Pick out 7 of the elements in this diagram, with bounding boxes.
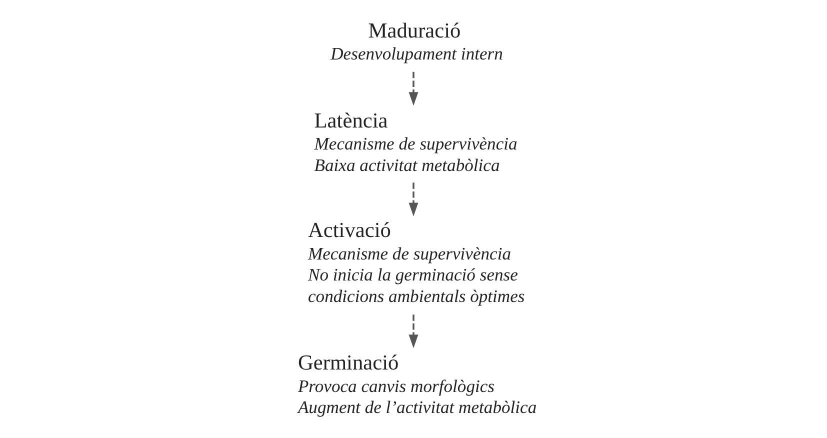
arrow	[408, 71, 418, 106]
node-text: Maduració Desenvolupament intern	[330, 18, 503, 64]
node-text: Germinació Provoca canvis morfològics Augment de l’activitat metabòlica	[298, 350, 537, 417]
node-text: Latència Mecanisme de supervivència Baixa activitat metabòlica	[314, 108, 518, 174]
arrow	[408, 314, 418, 348]
arrow	[408, 182, 418, 216]
node-text: Activació Mecanisme de supervivència No inicia la germinació sense condicions ambientals òptimes	[308, 218, 525, 306]
